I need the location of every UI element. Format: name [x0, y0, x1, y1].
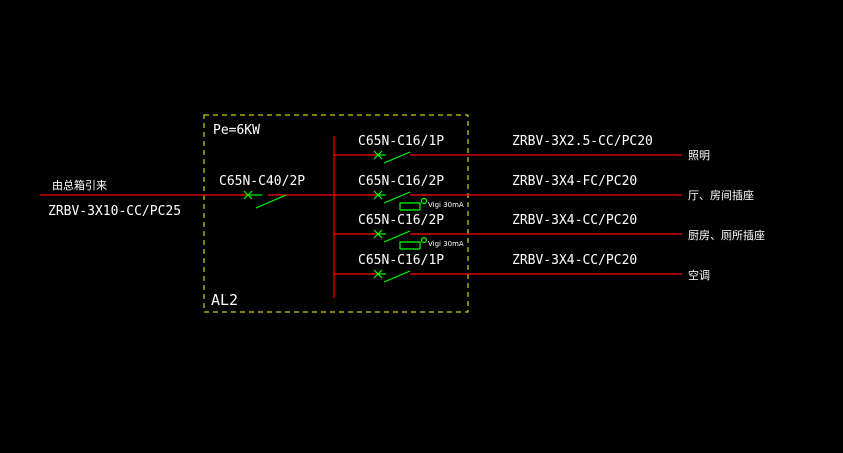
circuit-load: 照明	[688, 149, 710, 162]
circuit-load: 厅、房间插座	[688, 188, 754, 202]
circuit-row: C65N-C16/1P ZRBV-3X2.5-CC/PC20 照明	[334, 134, 710, 164]
circuit-row: C65N-C16/2P Vigi 30mA ZRBV-3X4-FC/PC20 厅…	[334, 174, 754, 211]
circuit-breaker-label: C65N-C16/1P	[358, 134, 444, 149]
main-breaker-label: C65N-C40/2P	[219, 174, 305, 189]
circuit-breaker-label: C65N-C16/2P	[358, 174, 444, 189]
circuit-cable: ZRBV-3X4-CC/PC20	[512, 213, 637, 228]
rcd-symbol	[399, 236, 428, 250]
rcd-label: Vigi 30mA	[428, 201, 464, 209]
panel-power: Pe=6KW	[213, 123, 260, 138]
circuit-switch	[373, 269, 411, 283]
circuit-breaker-label: C65N-C16/1P	[358, 253, 444, 268]
circuit-breaker-label: C65N-C16/2P	[358, 213, 444, 228]
circuit-switch	[373, 229, 411, 243]
main-breaker-switch	[243, 190, 287, 209]
circuit-cable: ZRBV-3X4-FC/PC20	[512, 174, 637, 189]
incoming-source-label: 由总箱引来	[52, 178, 107, 192]
rcd-label: Vigi 30mA	[428, 240, 464, 248]
panel-name: AL2	[211, 291, 238, 309]
rcd-symbol	[399, 197, 428, 211]
circuit-row: C65N-C16/1P ZRBV-3X4-CC/PC20 空调	[334, 253, 710, 283]
panel-frame	[203, 114, 469, 313]
circuit-cable: ZRBV-3X4-CC/PC20	[512, 253, 637, 268]
circuit-row: C65N-C16/2P Vigi 30mA ZRBV-3X4-CC/PC20 厨…	[334, 213, 765, 250]
circuit-load: 厨房、厕所插座	[688, 228, 765, 242]
circuit-load: 空调	[688, 268, 710, 282]
incoming-cable: ZRBV-3X10-CC/PC25	[48, 204, 181, 219]
circuit-switch	[373, 150, 411, 164]
circuit-cable: ZRBV-3X2.5-CC/PC20	[512, 134, 653, 149]
circuit-switch	[373, 190, 411, 204]
